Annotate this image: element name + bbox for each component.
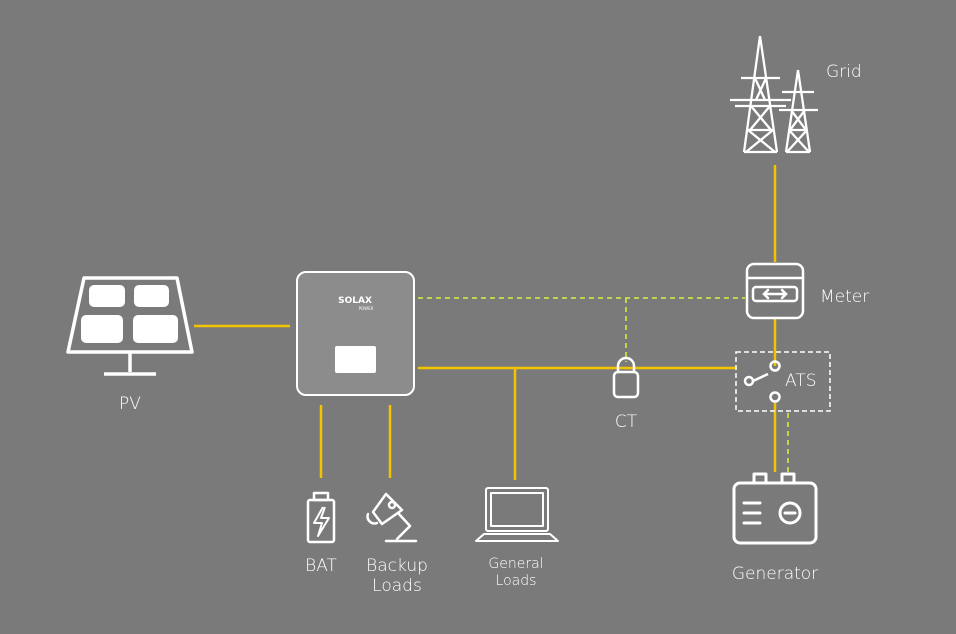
generator-icon bbox=[732, 472, 818, 545]
general-loads-label: General Loads bbox=[488, 556, 543, 590]
solar-panel-icon bbox=[66, 276, 194, 376]
backup-loads-line1: Backup bbox=[366, 556, 428, 576]
power-tower-icon bbox=[730, 35, 818, 154]
grid-label: Grid bbox=[826, 62, 862, 82]
current-transformer-icon bbox=[612, 356, 640, 399]
backup-loads-label: Backup Loads bbox=[366, 556, 428, 597]
inverter-brand: SOLAX bbox=[338, 296, 372, 306]
laptop-icon bbox=[475, 487, 559, 542]
bat-label: BAT bbox=[305, 556, 337, 576]
inverter-icon: SOLAX POWER bbox=[296, 271, 415, 396]
generator-label: Generator bbox=[731, 564, 819, 584]
pv-label: PV bbox=[119, 394, 141, 414]
backup-loads-line2: Loads bbox=[372, 576, 422, 597]
inverter-brand-sub: POWER bbox=[359, 306, 374, 311]
meter-label: Meter bbox=[820, 287, 870, 307]
switch-icon bbox=[735, 351, 831, 412]
desk-lamp-icon bbox=[366, 492, 418, 543]
meter-icon bbox=[745, 262, 805, 320]
general-loads-line1: General bbox=[488, 556, 544, 572]
comm-lines bbox=[418, 297, 789, 476]
general-loads-line2: Loads bbox=[495, 572, 537, 589]
battery-icon bbox=[306, 491, 336, 544]
ct-label: CT bbox=[614, 412, 638, 432]
ats-label: ATS bbox=[785, 371, 817, 391]
ac-power-lines bbox=[194, 165, 777, 480]
